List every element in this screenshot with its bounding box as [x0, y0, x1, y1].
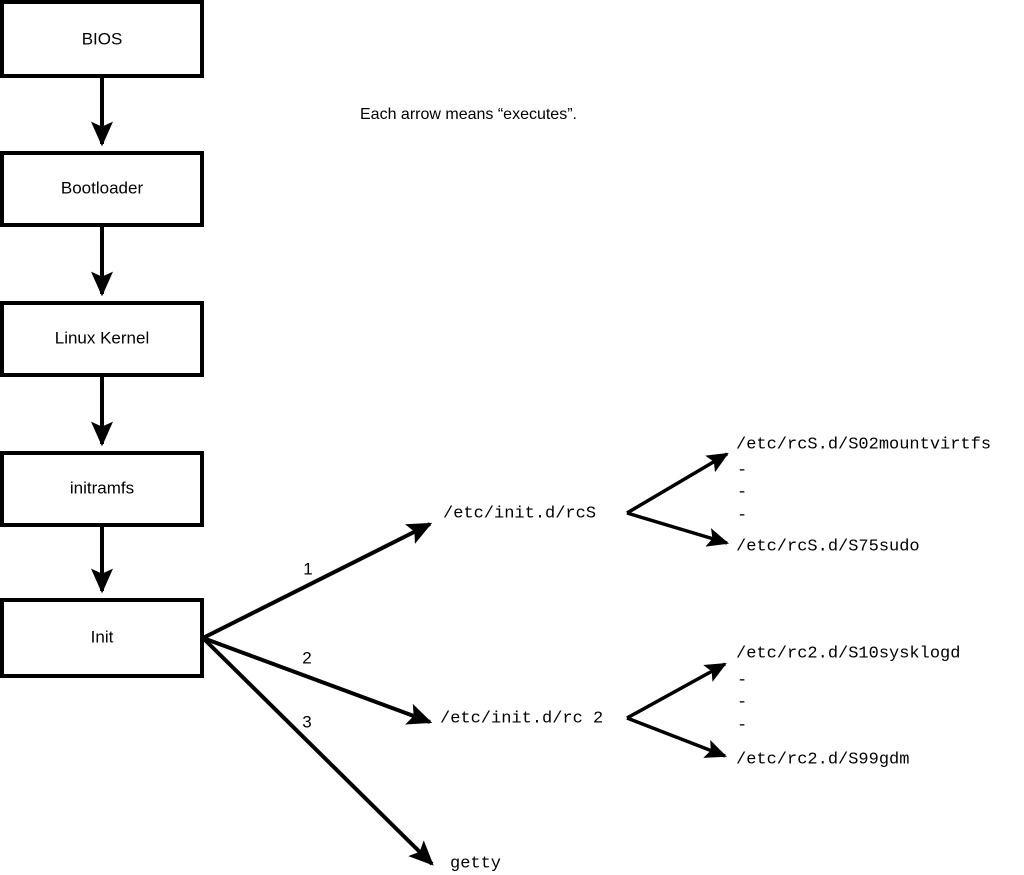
rc2-ellipsis-dash-3: -	[737, 716, 747, 735]
box-bootloader-label: Bootloader	[61, 178, 144, 197]
arrow-rcs-to-first-script	[626, 452, 729, 515]
rc2-ellipsis-dash-2: -	[737, 693, 747, 712]
legend-note: Each arrow means “executes”.	[360, 106, 577, 123]
edge-label-2: 2	[302, 648, 311, 667]
box-init: Init	[0, 598, 204, 678]
box-init-rect	[0, 598, 204, 678]
label-init-d-rcs: /etc/init.d/rcS	[443, 504, 596, 523]
box-bios: BIOS	[0, 0, 204, 78]
arrow-rcs-to-last-script	[626, 511, 730, 547]
label-rc2-last-script: /etc/rc2.d/S99gdm	[736, 750, 909, 769]
box-initramfs: initramfs	[0, 451, 204, 527]
rcs-ellipsis-dash-1: -	[737, 461, 747, 480]
arrow-rc2-to-first-script	[626, 662, 727, 720]
edge-label-3: 3	[302, 712, 311, 731]
rcs-ellipsis-dash-3: -	[737, 506, 747, 525]
box-initramfs-label: initramfs	[70, 478, 134, 497]
box-kernel: Linux Kernel	[0, 301, 204, 377]
label-rcs-first-script: /etc/rcS.d/S02mountvirtfs	[736, 435, 991, 454]
box-kernel-label: Linux Kernel	[55, 328, 150, 347]
arrow-rc2-to-last-script	[626, 716, 727, 758]
label-rcs-last-script: /etc/rcS.d/S75sudo	[736, 537, 920, 556]
label-rc2-first-script: /etc/rc2.d/S10sysklogd	[736, 644, 960, 663]
box-initramfs-rect	[0, 451, 204, 527]
rc2-ellipsis-dash-1: -	[737, 671, 747, 690]
box-bios-rect	[0, 0, 204, 78]
label-init-d-rc2: /etc/init.d/rc 2	[440, 709, 603, 728]
box-bootloader-rect	[0, 151, 204, 227]
box-bios-label: BIOS	[82, 29, 123, 48]
edge-label-1: 1	[303, 559, 312, 578]
rcs-ellipsis-dash-2: -	[737, 483, 747, 502]
box-kernel-rect	[0, 301, 204, 377]
box-init-label: Init	[91, 627, 114, 646]
arrow-init-to-getty	[201, 636, 434, 866]
box-bootloader: Bootloader	[0, 151, 204, 227]
arrow-init-to-rcs	[202, 522, 433, 640]
arrow-init-to-rc2	[202, 636, 433, 725]
label-getty: getty	[450, 854, 501, 873]
